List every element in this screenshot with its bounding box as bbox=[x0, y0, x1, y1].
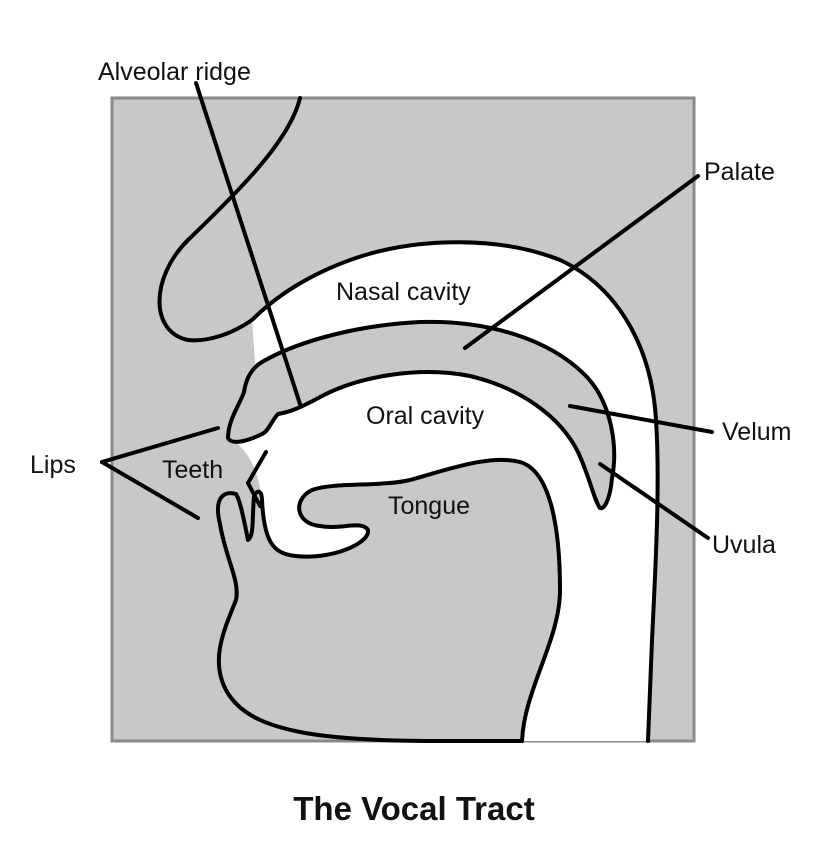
label-tongue: Tongue bbox=[388, 492, 470, 520]
label-oral-cavity: Oral cavity bbox=[366, 402, 485, 430]
label-nasal-cavity: Nasal cavity bbox=[336, 278, 471, 306]
label-uvula: Uvula bbox=[712, 531, 776, 559]
label-teeth: Teeth bbox=[162, 456, 223, 484]
label-velum: Velum bbox=[722, 418, 791, 446]
label-palate: Palate bbox=[704, 158, 775, 186]
label-lips: Lips bbox=[30, 451, 76, 479]
label-alveolar-ridge: Alveolar ridge bbox=[98, 58, 251, 86]
diagram-title: The Vocal Tract bbox=[293, 790, 534, 827]
